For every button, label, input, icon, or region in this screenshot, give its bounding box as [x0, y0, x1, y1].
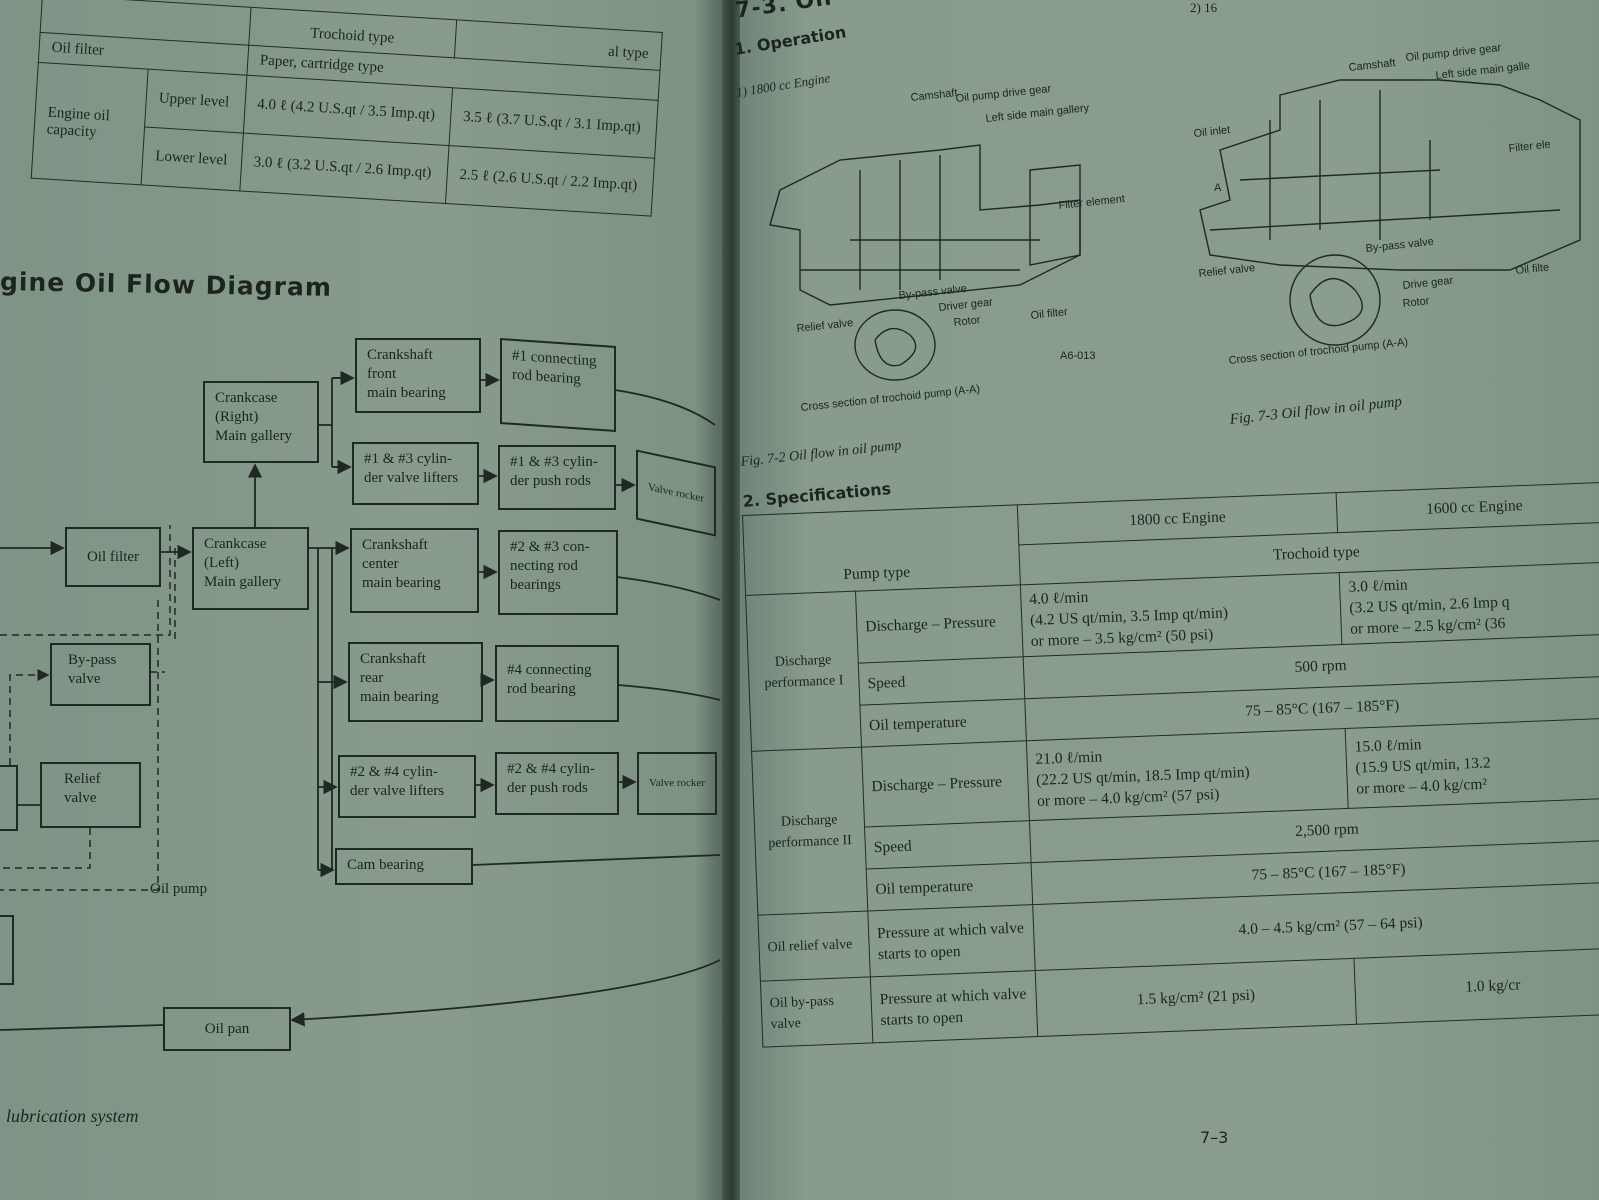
box-oil-pan: Oil pan — [163, 1007, 291, 1051]
footer-text: lubrication system — [6, 1106, 139, 1126]
oil-pump-label: Oil pump — [150, 881, 208, 897]
dp1-1800-value: 4.0 ℓ/min (4.2 US qt/min, 3.5 Imp qt/min… — [1020, 572, 1343, 657]
box-partial — [0, 765, 18, 831]
dp1-temp-label: Oil temperature — [859, 698, 1027, 748]
box-cam-bearing: Cam bearing — [335, 848, 473, 885]
flow-lines — [0, 370, 721, 1031]
pump-type-label: Pump type — [843, 563, 911, 583]
relief-opens-label: Pressure at which valve starts to open — [867, 904, 1036, 977]
dp2-temp-label: Oil temperature — [866, 862, 1033, 911]
pump-type-cell: Pump type — [751, 510, 1011, 590]
fig1-code: A6-013 — [1060, 350, 1096, 362]
dp1-label: Discharge performance I — [745, 591, 862, 752]
box-crankshaft-center: Crankshaft center main bearing — [350, 528, 479, 613]
dp1-pressure-label: Discharge – Pressure — [855, 584, 1023, 664]
box-crankshaft-rear: Crankshaft rear main bearing — [348, 642, 483, 722]
box-rod4: #4 connecting rod bearing — [495, 645, 619, 722]
dp2-label: Discharge performance II — [751, 747, 868, 916]
box-partial-2 — [0, 915, 14, 985]
book-gutter — [722, 0, 742, 1200]
bypass-1600-value: 1.0 kg/cr — [1354, 947, 1599, 1025]
bypass-1800-value: 1.5 kg/cm² (21 psi) — [1035, 958, 1357, 1037]
box-lifters13: #1 & #3 cylin- der valve lifters — [352, 442, 479, 505]
dp2-1600-value: 15.0 ℓ/min (15.9 US qt/min, 13.2 or more… — [1345, 717, 1599, 809]
box-pushrods13: #1 & #3 cylin- der push rods — [498, 445, 616, 510]
box-relief-valve: Relief valve — [40, 762, 141, 828]
box-crankcase-right: Crankcase (Right) Main gallery — [203, 381, 319, 463]
box-rod23: #2 & #3 con- necting rod bearings — [498, 530, 618, 615]
box-oil-filter: Oil filter — [65, 527, 161, 587]
fig2-section-a: A — [1214, 182, 1222, 194]
box-crankshaft-front: Crankshaft front main bearing — [355, 338, 481, 413]
box-rocker2: Valve rocker — [637, 752, 717, 815]
pump-drawings — [769, 79, 1581, 381]
dp2-pressure-label: Discharge – Pressure — [861, 740, 1030, 828]
engine-1600-label: 2) 16 — [1190, 0, 1218, 15]
page-number: 7–3 — [1200, 1128, 1229, 1147]
dp2-1800-value: 21.0 ℓ/min (22.2 US qt/min, 18.5 Imp qt/… — [1026, 728, 1349, 821]
box-bypass-valve: By-pass valve — [50, 643, 151, 706]
box-lifters24: #2 & #4 cylin- der valve lifters — [338, 755, 476, 818]
dp1-1600-value: 3.0 ℓ/min (3.2 US qt/min, 2.6 Imp q or m… — [1339, 562, 1599, 645]
relief-label: Oil relief valve — [757, 910, 871, 982]
bypass-label: Oil by-pass valve — [760, 976, 873, 1048]
bypass-opens-label: Pressure at which valve starts to open — [870, 970, 1038, 1043]
box-rod1: #1 connecting rod bearing — [500, 337, 616, 433]
box-pushrods24: #2 & #4 cylin- der push rods — [495, 752, 619, 815]
dp2-speed-label: Speed — [864, 820, 1031, 869]
box-crankcase-left: Crankcase (Left) Main gallery — [192, 527, 309, 610]
dp1-speed-label: Speed — [858, 656, 1025, 706]
right-page — [740, 0, 1599, 1200]
